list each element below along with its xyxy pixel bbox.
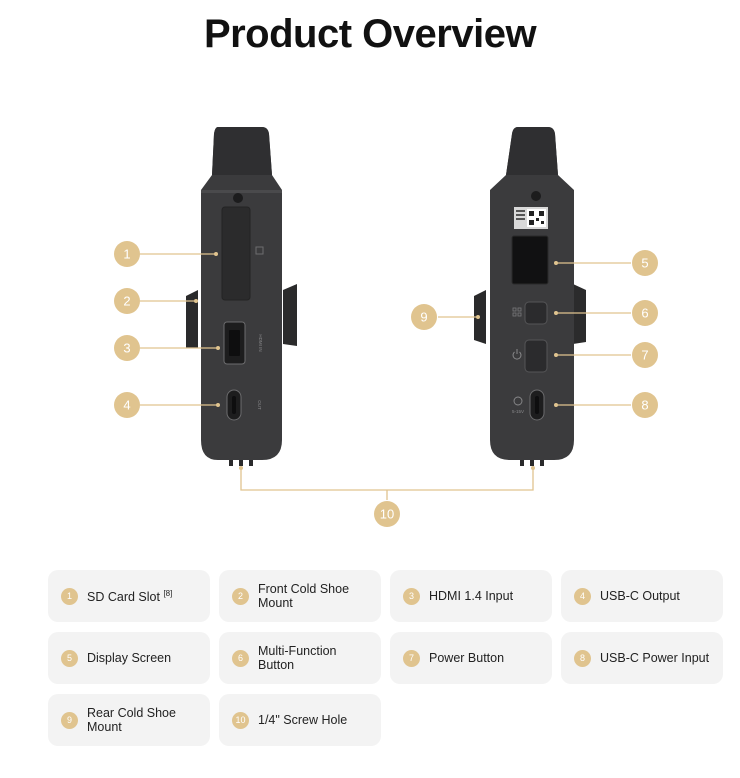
front-cold-shoe [186, 290, 198, 348]
feature-number-badge: 4 [574, 587, 591, 605]
feature-label: USB-C Output [600, 589, 680, 603]
feature-card-rear-cold-shoe: 9 Rear Cold Shoe Mount [48, 694, 210, 746]
callout-6: 6 [632, 300, 658, 326]
feature-number-badge: 8 [574, 649, 591, 667]
svg-text:4: 4 [123, 398, 130, 413]
feature-number-badge: 1 [61, 587, 78, 605]
feature-label: 1/4" Screw Hole [258, 713, 348, 727]
page-title: Product Overview [203, 12, 537, 56]
feature-card-usb-c-power-input: 8 USB-C Power Input [561, 632, 723, 684]
feature-label: SD Card Slot [87, 590, 160, 605]
feature-number-badge: 9 [61, 711, 78, 729]
feature-card-multi-function-button: 6 Multi-Function Button [219, 632, 381, 684]
multi-function-button [524, 301, 548, 325]
feature-card-sd-card-slot: 1 SD Card Slot [8] [48, 570, 210, 622]
feature-number-badge: 10 [232, 711, 249, 729]
rear-device-body [490, 127, 574, 460]
callout-5: 5 [632, 250, 658, 276]
product-diagram: HDMI IN OUT [114, 127, 658, 527]
feature-label: Power Button [429, 651, 505, 665]
qr-label [514, 207, 548, 229]
power-icon [512, 349, 522, 360]
feature-number-badge: 6 [232, 649, 249, 667]
callout-4: 4 [114, 392, 140, 418]
feature-number-badge: 2 [232, 587, 249, 605]
feature-card-power-button: 7 Power Button [390, 632, 552, 684]
power-button [524, 339, 548, 373]
callout-1: 1 [114, 241, 140, 267]
feature-number-badge: 3 [403, 587, 420, 605]
feature-label: Display Screen [87, 651, 172, 665]
front-top-hole [233, 193, 243, 203]
callout-8: 8 [632, 392, 658, 418]
display-screen [511, 235, 549, 285]
svg-text:3: 3 [123, 341, 130, 356]
callout-9: 9 [411, 304, 437, 330]
feature-card-usb-c-output: 4 USB-C Output [561, 570, 723, 622]
front-device: HDMI IN OUT [186, 127, 297, 466]
feature-footnote: [8] [163, 589, 173, 599]
feature-number-badge: 7 [403, 649, 420, 667]
feature-label: Front Cold Shoe Mount [258, 582, 350, 610]
hdmi-in-mark: HDMI IN [258, 334, 263, 351]
feature-label: Multi-Function Button [258, 644, 337, 672]
sd-card-slot-door [221, 206, 251, 301]
svg-text:5: 5 [641, 256, 648, 271]
svg-text:7: 7 [641, 348, 648, 363]
callout-7: 7 [632, 342, 658, 368]
callout-2: 2 [114, 288, 140, 314]
rear-device: 5-15V [474, 127, 586, 466]
svg-text:10: 10 [380, 507, 394, 522]
svg-text:9: 9 [420, 310, 427, 325]
callout-3: 3 [114, 335, 140, 361]
callout-10: 10 [374, 501, 400, 527]
svg-text:6: 6 [641, 306, 648, 321]
feature-card-screw-hole: 10 1/4" Screw Hole [219, 694, 381, 746]
feature-label: Rear Cold Shoe Mount [87, 706, 176, 734]
usb-out-mark: OUT [257, 400, 262, 410]
rear-top-hole [531, 191, 541, 201]
feature-label: USB-C Power Input [600, 651, 710, 665]
svg-text:1: 1 [123, 247, 130, 262]
leader-lines [140, 253, 631, 500]
feature-card-display-screen: 5 Display Screen [48, 632, 210, 684]
feature-card-front-cold-shoe: 2 Front Cold Shoe Mount [219, 570, 381, 622]
voltage-mark: 5-15V [512, 409, 524, 414]
power-input-icon [513, 396, 523, 406]
feature-label: HDMI 1.4 Input [429, 589, 514, 603]
svg-text:2: 2 [123, 294, 130, 309]
feature-card-hdmi-input: 3 HDMI 1.4 Input [390, 570, 552, 622]
svg-text:8: 8 [641, 398, 648, 413]
feature-number-badge: 5 [61, 649, 78, 667]
side-cold-shoe [283, 284, 297, 346]
